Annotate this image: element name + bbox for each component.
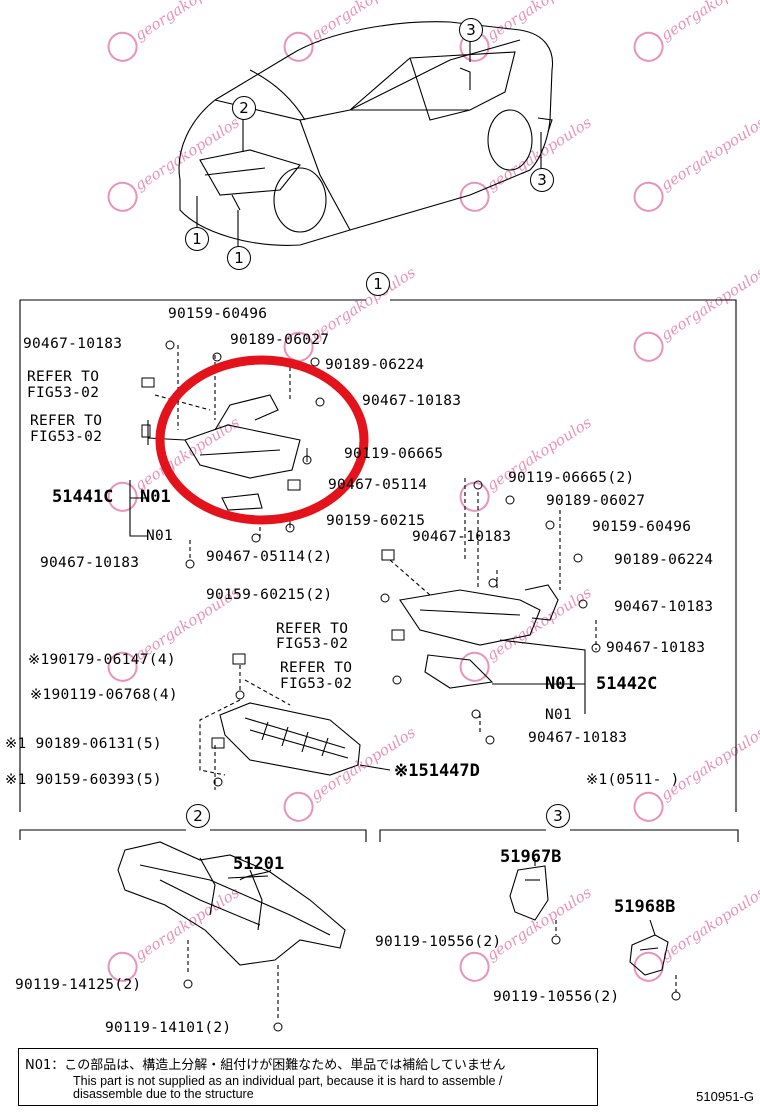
note-english-line1: This part is not supplied as an individu… (73, 1074, 503, 1088)
car-illustration (178, 21, 554, 246)
part-label: 90119-14101(2) (105, 1020, 232, 1036)
n01-note: N01：この部品は、構造上分解・組付けが困難なため、単品では補給していません T… (18, 1048, 598, 1106)
part-number-main: 51441C (52, 487, 114, 507)
n01-label: N01 (545, 707, 573, 723)
part-label: 90467-10183 (412, 529, 512, 545)
part-label: 90467-10183 (362, 393, 462, 409)
part-label: 90467-10183 (23, 336, 123, 352)
part-label: REFER TO (280, 660, 353, 676)
bracket-51968B (629, 919, 669, 976)
note-english-line2: disassemble due to the structure (73, 1087, 254, 1101)
part-label: 90119-10556(2) (493, 989, 620, 1005)
part-label: 90119-10556(2) (375, 934, 502, 950)
part-label: 90119-14125(2) (15, 977, 142, 993)
part-label: 90189-06027 (230, 332, 330, 348)
part-label: FIG53-02 (30, 429, 103, 445)
n01-label: N01 (545, 674, 576, 694)
callout-3: 3 (459, 18, 483, 42)
callout-1: 1 (227, 246, 251, 270)
part-label: ※190179-06147(4) (28, 652, 176, 668)
figure-reference-code: 510951-G (696, 1089, 754, 1104)
part-label: REFER TO (30, 413, 103, 429)
cover-51442C (399, 584, 586, 714)
part-label: 90467-05114(2) (206, 549, 333, 565)
part-label: 90189-06224 (614, 552, 714, 568)
part-label: 90159-60215 (326, 513, 426, 529)
highlight-circle (155, 355, 369, 525)
part-label: 90467-10183 (606, 640, 706, 656)
part-label: 90467-05114 (328, 477, 428, 493)
production-date-note: ※1(0511- ) (586, 772, 680, 788)
part-number-main: 51968B (614, 897, 676, 917)
part-label: FIG53-02 (280, 676, 353, 692)
part-label: 90467-10183 (614, 599, 714, 615)
callout-3: 3 (530, 168, 554, 192)
section-3-marker: 3 (546, 804, 570, 828)
n01-label: N01 (146, 528, 174, 544)
bracket-51967B (509, 858, 549, 921)
callout-1: 1 (185, 227, 209, 251)
part-number-main: 51201 (233, 854, 285, 874)
part-number-main: ※151447D (394, 761, 480, 781)
part-label: ※190119-06768(4) (30, 687, 178, 703)
undercover-51447D (219, 702, 391, 776)
part-number-main: 51967B (500, 847, 562, 867)
part-label: 90119-06665(2) (508, 470, 635, 486)
crossmember-51201 (117, 841, 346, 966)
part-label: REFER TO (276, 621, 349, 637)
part-label: 90159-60496 (168, 306, 268, 322)
part-label: 90467-10183 (40, 555, 140, 571)
part-number-main: 51442C (596, 674, 658, 694)
part-label: 90189-06224 (325, 357, 425, 373)
fasteners (141, 340, 601, 787)
part-label: 90467-10183 (528, 730, 628, 746)
section-1-marker: 1 (366, 272, 390, 296)
part-label: FIG53-02 (276, 636, 349, 652)
note-japanese: N01：この部品は、構造上分解・組付けが困難なため、単品では補給していません (25, 1058, 506, 1073)
part-label: REFER TO (27, 369, 100, 385)
callout-2: 2 (232, 96, 256, 120)
part-label: FIG53-02 (27, 385, 100, 401)
part-label: 90159-60496 (592, 519, 692, 535)
part-label: 90119-06665 (344, 446, 444, 462)
part-label: ※1 90159-60393(5) (5, 772, 162, 788)
part-label: 90189-06027 (546, 493, 646, 509)
cover-51441C (147, 394, 301, 511)
section-2-marker: 2 (186, 804, 210, 828)
part-label: ※1 90189-06131(5) (5, 736, 162, 752)
part-label: 90159-60215(2) (206, 587, 333, 603)
n01-label: N01 (140, 487, 171, 507)
